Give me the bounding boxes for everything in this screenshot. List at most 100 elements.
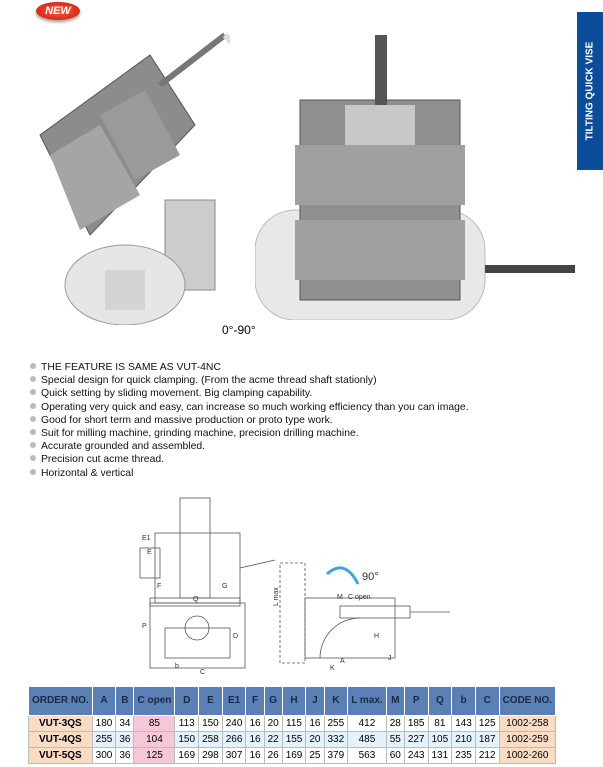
code-no-cell: 1002-259 [498, 731, 557, 748]
column-header: G [263, 686, 283, 716]
table-cell: 60 [385, 747, 405, 764]
feature-item: THE FEATURE IS SAME AS VUT-4NC [30, 361, 469, 374]
dim-label-f: F [157, 583, 161, 590]
c-open-label: C open [348, 594, 371, 601]
feature-item: Quick setting by sliding movement. Big c… [30, 387, 469, 400]
column-header: E [198, 686, 223, 716]
table-cell: 187 [474, 731, 500, 748]
table-cell: 55 [385, 731, 405, 748]
table-cell: 169 [281, 747, 307, 764]
table-cell: 104 [133, 731, 176, 748]
table-cell: 105 [427, 731, 453, 748]
table-cell: 143 [451, 715, 476, 732]
technical-drawing: 90° C open M A K H L max E E1 P Q b C D … [139, 497, 450, 676]
dim-label-e1: E1 [142, 535, 151, 542]
dim-label-j: J [388, 655, 392, 662]
table-cell: 115 [281, 715, 307, 732]
table-cell: 227 [403, 731, 429, 748]
dim-label-m: M [337, 594, 343, 601]
column-header: CODE NO. [498, 686, 557, 716]
code-no-cell: 1002-258 [498, 715, 557, 732]
feature-item: Special design for quick clamping. (From… [30, 374, 469, 387]
table-cell: 150 [198, 715, 223, 732]
table-cell: 379 [323, 747, 349, 764]
dim-label-q: Q [193, 596, 199, 603]
column-header: ORDER NO. [28, 686, 93, 716]
table-cell: 131 [427, 747, 453, 764]
table-cell: 20 [305, 731, 325, 748]
dim-label-c: C [200, 669, 205, 676]
table-cell: 300 [91, 747, 117, 764]
table-cell: 150 [174, 731, 200, 748]
table-cell: 22 [263, 731, 283, 748]
table-cell: 16 [305, 715, 325, 732]
feature-item: Horizontal & vertical [30, 467, 469, 480]
table-cell: 85 [133, 715, 176, 732]
dim-label-e: E [147, 549, 152, 556]
column-header: H [281, 686, 307, 716]
column-header: J [305, 686, 325, 716]
column-header: D [174, 686, 200, 716]
table-cell: 412 [347, 715, 387, 732]
table-cell: 36 [115, 747, 135, 764]
dim-label-a: A [340, 658, 345, 665]
table-cell: 16 [245, 715, 265, 732]
table-cell: 16 [245, 731, 265, 748]
column-header: E1 [221, 686, 247, 716]
dim-label-b: b [175, 663, 179, 670]
column-header: F [245, 686, 265, 716]
feature-item: Suit for milling machine, grinding machi… [30, 427, 469, 440]
code-no-cell: 1002-260 [498, 747, 557, 764]
table-cell: 169 [174, 747, 200, 764]
table-cell: 113 [174, 715, 200, 732]
table-cell: 180 [91, 715, 117, 732]
dim-label-d: D [233, 633, 238, 640]
table-cell: 26 [263, 747, 283, 764]
table-cell: 185 [403, 715, 429, 732]
table-cell: 298 [198, 747, 223, 764]
feature-item: Operating very quick and easy, can incre… [30, 401, 469, 414]
table-cell: 243 [403, 747, 429, 764]
table-cell: 28 [385, 715, 405, 732]
table-cell: 255 [323, 715, 349, 732]
tilted-vise-photo [39, 32, 230, 325]
table-cell: 307 [221, 747, 247, 764]
table-cell: 212 [474, 747, 500, 764]
table-cell: 332 [323, 731, 349, 748]
table-cell: 81 [427, 715, 453, 732]
order-no-cell: VUT-3QS [28, 715, 93, 732]
column-header: P [403, 686, 429, 716]
table-cell: 258 [198, 731, 223, 748]
column-header: C open [133, 686, 176, 716]
table-cell: 485 [347, 731, 387, 748]
dim-label-p: P [142, 623, 147, 630]
column-header: L max. [347, 686, 387, 716]
table-cell: 36 [115, 731, 135, 748]
order-no-cell: VUT-5QS [28, 747, 93, 764]
new-badge: NEW [36, 2, 80, 20]
table-cell: 255 [91, 731, 117, 748]
table-cell: 240 [221, 715, 247, 732]
column-header: Q [427, 686, 453, 716]
column-header: K [323, 686, 349, 716]
table-cell: 155 [281, 731, 307, 748]
tilt-angle-label: 90° [362, 571, 379, 583]
table-cell: 125 [474, 715, 500, 732]
feature-item: Accurate grounded and assembled. [30, 440, 469, 453]
feature-item: Good for short term and massive producti… [30, 414, 469, 427]
table-cell: 16 [245, 747, 265, 764]
side-tab: TILTING QUICK VISE [577, 12, 603, 170]
table-cell: 20 [263, 715, 283, 732]
vise-photo [255, 35, 575, 320]
table-cell: 235 [451, 747, 476, 764]
column-header: B [115, 686, 135, 716]
column-header: A [91, 686, 117, 716]
column-header: M [385, 686, 405, 716]
table-cell: 25 [305, 747, 325, 764]
table-cell: 563 [347, 747, 387, 764]
feature-item: Precision cut acme thread. [30, 453, 469, 466]
order-no-cell: VUT-4QS [28, 731, 93, 748]
